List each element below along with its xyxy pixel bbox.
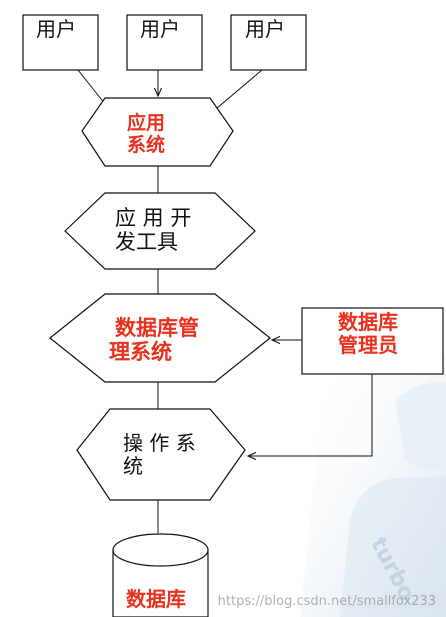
user-label-3: 用户: [245, 17, 285, 41]
dev-tools-line-2: 发工具: [115, 230, 178, 255]
dba-line-2: 管理员: [338, 333, 398, 357]
os-line-2: 统: [123, 454, 143, 478]
user-box-2: [126, 14, 203, 71]
app-system-label: 应用 系统: [127, 112, 166, 157]
user-box-3: [230, 14, 307, 71]
os-label: 操 作 系 统: [123, 432, 196, 478]
database-cylinder: [112, 533, 209, 617]
arrow-user3-to-app: [210, 69, 263, 114]
dev-tools-label: 应 用 开 发工具: [115, 206, 191, 254]
watermark-text: https://blog.csdn.net/smallfox233: [217, 594, 436, 609]
app-system-hexagon: [81, 97, 234, 167]
dbms-line-1: 数据库管: [115, 315, 199, 340]
os-line-1: 操 作 系: [123, 431, 196, 455]
app-system-line-2: 系统: [127, 133, 166, 156]
arrow-dba-to-os: [248, 374, 373, 456]
dbms-label: 数据库管 理系统: [109, 315, 199, 364]
database-label: 数据库: [126, 587, 186, 611]
user-box-1: [22, 14, 99, 71]
user-label-2: 用户: [140, 17, 180, 41]
dbms-line-2: 理系统: [109, 339, 172, 365]
dba-label: 数据库 管理员: [338, 311, 398, 357]
dbms-hexagon: [49, 293, 271, 383]
dev-tools-line-1: 应 用 开: [115, 206, 192, 230]
dba-box: [301, 307, 444, 375]
dev-tools-hexagon: [64, 192, 256, 270]
dba-line-1: 数据库: [338, 310, 398, 334]
app-system-line-1: 应用: [127, 112, 166, 134]
user-label-1: 用户: [36, 17, 76, 41]
os-hexagon: [76, 408, 246, 501]
